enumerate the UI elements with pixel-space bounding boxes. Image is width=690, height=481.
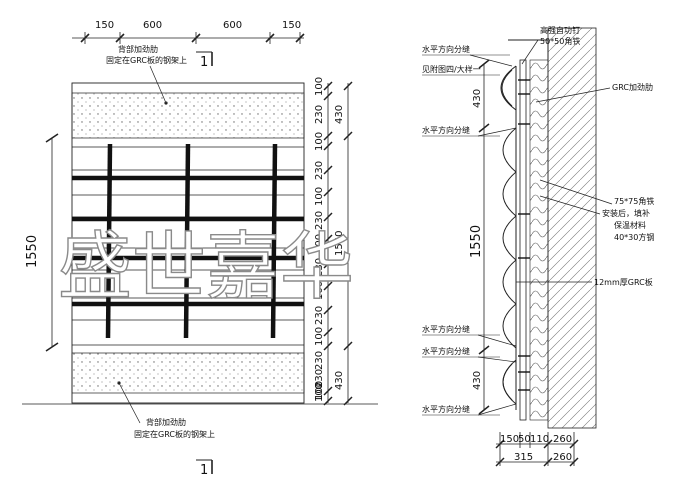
dim-top-150a: 150 xyxy=(95,20,114,31)
label-joint-1: 水平方向分缝 xyxy=(422,44,470,54)
svg-text:230: 230 xyxy=(314,161,325,180)
svg-text:100: 100 xyxy=(314,381,325,400)
svg-text:1: 1 xyxy=(200,55,208,70)
note-bottom-line2: 固定在GRC板的钢架上 xyxy=(134,429,215,439)
svg-text:100: 100 xyxy=(314,327,325,346)
section-view: 高强自功钉 50*50角铁 水平方向分缝 见附图四/大样一 GRC加劲肋 水平方… xyxy=(422,25,654,467)
dim-bottom-50: 50 xyxy=(518,434,531,445)
label-bolt-2: 50*50角铁 xyxy=(540,36,580,46)
label-angle-2: 安装后，填补 xyxy=(602,208,650,218)
label-angle-4: 40*30方钢 xyxy=(614,232,654,242)
watermark: 盛世嘉华 xyxy=(58,224,354,310)
label-detail-ref: 见附图四/大样一 xyxy=(422,64,481,74)
label-rib: GRC加劲肋 xyxy=(612,82,653,92)
dim-top-600b: 600 xyxy=(223,20,242,31)
svg-text:100: 100 xyxy=(314,383,325,402)
right-dim-labels: 100 230 430 100 230 100 230 100 1550 230… xyxy=(314,77,345,402)
label-joint-2: 水平方向分缝 xyxy=(422,125,470,135)
label-angle-1: 75*75角铁 xyxy=(614,196,654,206)
steel-frame-grid xyxy=(72,143,304,339)
right-dim-ticks xyxy=(323,81,353,406)
label-bolt-1: 高强自功钉 xyxy=(540,25,580,35)
note-top-line2: 固定在GRC板的钢架上 xyxy=(106,55,187,65)
panel-bottom-band xyxy=(71,352,305,394)
top-dimension-chain xyxy=(72,32,305,44)
elevation-view: 150 600 600 150 1 1 背部加劲肋 固定在GRC板的钢架上 背部… xyxy=(22,20,378,478)
svg-text:1: 1 xyxy=(200,463,208,478)
svg-text:230: 230 xyxy=(314,211,325,230)
svg-text:230: 230 xyxy=(314,306,325,325)
svg-text:100: 100 xyxy=(314,234,325,253)
panel-top-band xyxy=(71,92,305,139)
steel-tube xyxy=(519,59,527,421)
insulation-layer xyxy=(529,59,549,421)
svg-text:230: 230 xyxy=(314,351,325,370)
svg-text:230: 230 xyxy=(314,369,325,388)
section-bottom-dims xyxy=(495,432,579,467)
dim-section-430-bottom: 430 xyxy=(472,371,483,390)
dim-bottom-260b: 260 xyxy=(553,452,572,463)
section-marker-bottom: 1 xyxy=(196,459,213,478)
svg-text:230: 230 xyxy=(314,258,325,277)
label-joint-4: 水平方向分缝 xyxy=(422,346,470,356)
height-dimension xyxy=(45,133,59,352)
section-marker-top: 1 xyxy=(196,51,213,70)
section-vertical-dims xyxy=(478,59,490,415)
label-joint-5: 水平方向分缝 xyxy=(422,404,470,414)
note-top-line1: 背部加劲肋 xyxy=(118,44,158,54)
dim-height-1550: 1550 xyxy=(25,235,40,268)
dim-top-600a: 600 xyxy=(143,20,162,31)
concrete-wall xyxy=(547,27,597,429)
top-angle xyxy=(508,39,549,62)
dim-top-150b: 150 xyxy=(282,20,301,31)
svg-text:430: 430 xyxy=(334,371,345,390)
svg-text:100: 100 xyxy=(314,187,325,206)
label-joint-3: 水平方向分缝 xyxy=(422,324,470,334)
dim-section-1550: 1550 xyxy=(469,225,484,258)
grc-profile xyxy=(500,65,517,410)
label-panel: 12mm厚GRC板 xyxy=(594,277,653,287)
dim-section-430-top: 430 xyxy=(472,89,483,108)
dim-bottom-150: 150 xyxy=(500,434,519,445)
svg-text:230: 230 xyxy=(314,105,325,124)
svg-text:100: 100 xyxy=(314,281,325,300)
svg-text:430: 430 xyxy=(334,105,345,124)
bracket-set xyxy=(518,79,530,391)
svg-text:1550: 1550 xyxy=(334,231,345,256)
svg-text:100: 100 xyxy=(314,77,325,96)
dim-bottom-110: 110 xyxy=(530,434,549,445)
dim-bottom-315: 315 xyxy=(514,452,533,463)
dim-bottom-260: 260 xyxy=(553,434,572,445)
panel-outline xyxy=(71,82,305,404)
svg-text:100: 100 xyxy=(314,132,325,151)
note-bottom-line1: 背部加劲肋 xyxy=(146,417,186,427)
label-angle-3: 保温材料 xyxy=(614,220,646,230)
